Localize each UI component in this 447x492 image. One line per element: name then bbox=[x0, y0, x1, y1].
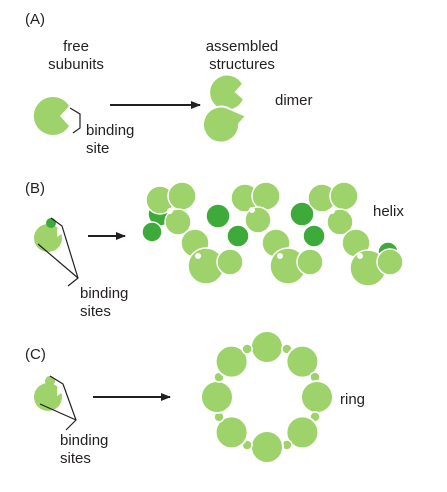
ring-label: ring bbox=[340, 391, 366, 408]
free-subunits-label: free subunits bbox=[34, 38, 118, 74]
ring-subunit bbox=[214, 344, 249, 379]
binding-sites-b-line2: sites bbox=[80, 303, 111, 320]
panel-b-letter: (B) bbox=[25, 180, 45, 197]
binding-site-pointer-a bbox=[69, 107, 81, 134]
free-subunit-a bbox=[33, 97, 69, 135]
helix-structure bbox=[141, 181, 404, 287]
panel-c bbox=[34, 330, 334, 464]
helix-label: helix bbox=[373, 203, 404, 220]
binding-sites-label-c: binding sites bbox=[60, 432, 108, 468]
binding-sites-pointer-b2 bbox=[37, 243, 79, 279]
panel-b bbox=[34, 181, 404, 287]
binding-sites-pointer-b bbox=[50, 217, 79, 287]
binding-sites-pointer-c bbox=[49, 375, 77, 431]
binding-sites-label-b: binding sites bbox=[80, 285, 128, 321]
ring-subunit bbox=[300, 380, 334, 414]
ring-subunit bbox=[285, 344, 320, 379]
binding-sites-pointer-c2 bbox=[39, 403, 77, 421]
binding-site-line2: site bbox=[86, 140, 110, 157]
ring-subunit bbox=[214, 415, 249, 450]
panel-c-letter: (C) bbox=[25, 346, 46, 363]
binding-site-line1: binding bbox=[86, 122, 135, 139]
ring-structure bbox=[200, 330, 334, 464]
binding-sites-b-line1: binding bbox=[80, 285, 129, 302]
dimer-structure bbox=[202, 73, 248, 144]
assembled-structures-label: assembled structures bbox=[190, 38, 294, 74]
free-label-line1: free bbox=[63, 38, 89, 55]
ring-subunit bbox=[250, 430, 284, 464]
ring-binding-knob bbox=[241, 343, 253, 355]
ring-subunit bbox=[250, 330, 284, 364]
binding-sites-c-line1: binding bbox=[60, 432, 109, 449]
assembled-label-line2: structures bbox=[209, 56, 275, 73]
panel-a bbox=[33, 73, 248, 144]
panel-a-letter: (A) bbox=[25, 11, 45, 28]
free-subunit-b bbox=[34, 218, 63, 252]
dimer-label: dimer bbox=[275, 92, 313, 109]
ring-subunit bbox=[200, 380, 234, 414]
binding-sites-c-line2: sites bbox=[60, 450, 91, 467]
assembled-label-line1: assembled bbox=[205, 38, 279, 55]
free-label-line2: subunits bbox=[48, 56, 104, 73]
ring-subunit bbox=[285, 415, 320, 450]
binding-site-label-a: binding site bbox=[86, 122, 134, 158]
